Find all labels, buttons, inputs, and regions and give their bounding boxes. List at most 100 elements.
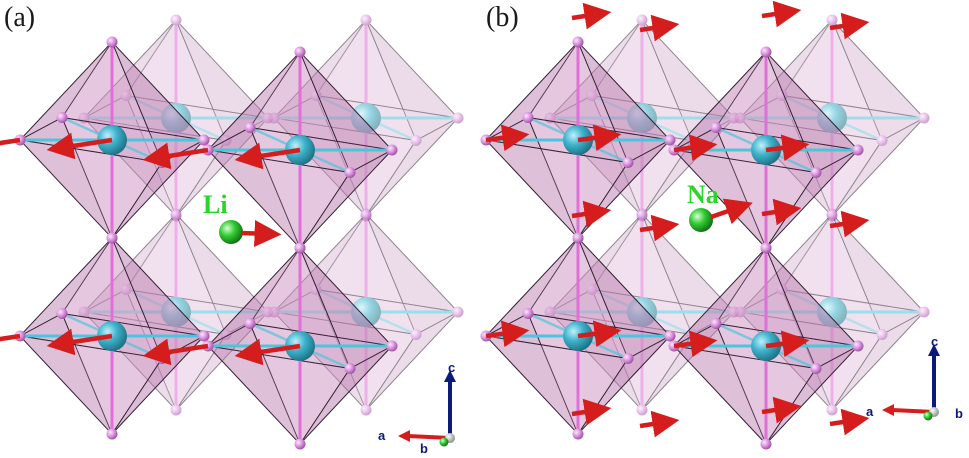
front-octahedron-3-anion xyxy=(852,340,864,352)
front-octahedron-2-anion xyxy=(106,428,118,440)
front-octahedron-2-anion xyxy=(198,330,210,342)
front-octahedron-0 xyxy=(0,36,210,244)
back-octahedron-3-anion xyxy=(410,329,422,340)
back-octahedron-0-anion xyxy=(636,14,648,26)
front-octahedron-0-displacement-arrow xyxy=(577,124,622,152)
back-octahedron-0-face xyxy=(125,19,270,119)
front-octahedron-1 xyxy=(142,46,398,254)
back-octahedron-2-face xyxy=(83,213,227,336)
front-octahedron-3-anion xyxy=(294,242,306,254)
back-octahedron-1-face xyxy=(365,19,459,142)
back-octahedron-2-anion xyxy=(220,329,232,340)
back-octahedron-2-face xyxy=(83,213,177,313)
panel-a-axis-b-marker xyxy=(439,437,449,447)
panel-a-axis-a-head xyxy=(398,430,410,442)
anion-displacement-arrow xyxy=(639,14,680,42)
front-octahedron-2-anion xyxy=(572,428,584,440)
front-octahedron-2-anion xyxy=(56,308,68,319)
anion-displacement-arrow xyxy=(829,12,870,40)
front-octahedron-2-displacement-arrow xyxy=(485,320,530,348)
back-octahedron-1-anion xyxy=(826,14,838,26)
back-octahedron-3-face xyxy=(739,213,833,313)
front-octahedron-1-displacement-arrow xyxy=(234,142,301,170)
back-octahedron-3-face xyxy=(315,288,459,411)
back-octahedron-1-face xyxy=(831,19,925,142)
back-octahedron-1-anion xyxy=(876,135,888,146)
front-octahedron-1-anion xyxy=(244,122,256,133)
front-octahedron-2-displacement-arrow xyxy=(0,333,21,342)
back-octahedron-2-cation xyxy=(161,297,191,327)
front-octahedron-2-anion xyxy=(622,353,634,364)
back-octahedron-1-cation xyxy=(817,103,847,133)
front-octahedron-3-face xyxy=(206,345,351,445)
front-octahedron-1-displacement-arrow xyxy=(673,134,718,162)
back-octahedron-0-anion xyxy=(170,14,182,26)
back-octahedron-3-anion xyxy=(734,306,746,318)
front-octahedron-3 xyxy=(142,242,398,450)
back-octahedron-3-anion xyxy=(268,306,280,318)
back-octahedron-1-face xyxy=(739,19,883,142)
front-octahedron-1-anion xyxy=(386,144,398,156)
back-octahedron-1-anion xyxy=(410,135,422,146)
back-octahedron-1-anion xyxy=(918,112,930,124)
back-octahedron-1-face xyxy=(365,117,459,217)
back-octahedron-3-face xyxy=(739,213,883,336)
back-octahedron-0-face xyxy=(83,19,177,119)
back-octahedron-2-face xyxy=(549,213,643,313)
panel-b-axis-a-label: a xyxy=(866,404,874,419)
na-displacement-arrow xyxy=(710,198,753,225)
back-octahedron-3-anion xyxy=(918,306,930,318)
front-octahedron-2-anion xyxy=(572,232,584,244)
panel-b-axis-a-head xyxy=(882,404,894,416)
back-octahedron-1-cation xyxy=(351,103,381,133)
back-octahedron-3-face xyxy=(365,311,459,411)
back-octahedron-0-face xyxy=(83,19,227,142)
front-octahedron-1-anion xyxy=(760,46,772,58)
anion-displacement-arrow xyxy=(829,408,870,436)
front-octahedron-2-anion xyxy=(106,232,118,244)
back-octahedron-2-anion xyxy=(78,306,90,318)
front-octahedron-1-anion xyxy=(810,167,822,178)
li-ion-label: Li xyxy=(203,190,228,219)
back-octahedron-2-anion xyxy=(120,284,132,295)
panel-a-axis-c-label: c xyxy=(448,360,456,375)
anion-displacement-arrow xyxy=(829,210,870,238)
front-octahedron-2-displacement-arrow xyxy=(577,320,622,348)
back-octahedron-1-face xyxy=(315,19,460,119)
back-octahedron xyxy=(268,14,464,222)
panel-b-axis-b-marker xyxy=(923,411,933,421)
back-octahedron-0-face xyxy=(591,94,735,217)
back-octahedron-2-anion xyxy=(636,404,648,416)
panel-b-axis-b-label: b xyxy=(955,406,963,421)
back-octahedron-0-cation xyxy=(161,103,191,133)
front-octahedron-0-anion xyxy=(106,36,118,48)
front-octahedron-0-anion xyxy=(198,134,210,146)
back-octahedron-3-anion xyxy=(452,306,464,318)
back-octahedron-3-face xyxy=(831,213,925,336)
front-octahedron-1-anion xyxy=(710,122,722,133)
back-octahedron-0-anion xyxy=(586,90,598,101)
panel-b-label: (b) xyxy=(486,2,519,33)
back-octahedron-0-face xyxy=(591,19,736,119)
front-octahedron-0-displacement-arrow xyxy=(0,137,21,146)
back-octahedron-1-face xyxy=(273,19,367,119)
back-octahedron-1 xyxy=(268,14,464,222)
back-octahedron-0-anion xyxy=(120,90,132,101)
anion-displacement-arrow xyxy=(639,410,680,438)
front-octahedron-1-anion xyxy=(294,46,306,58)
front-octahedron-0-displacement-arrow xyxy=(485,124,530,152)
back-octahedron-1-face xyxy=(739,19,833,119)
back-octahedron-1-anion xyxy=(268,112,280,124)
back-octahedron-2-face xyxy=(591,213,736,313)
panel-a-label: (a) xyxy=(4,2,36,33)
front-octahedron-0-anion xyxy=(522,112,534,123)
back-octahedron-3-face xyxy=(781,213,926,313)
front-octahedron-0-anion xyxy=(572,36,584,48)
front-octahedron-2 xyxy=(480,232,676,440)
back-octahedron-3-cation xyxy=(817,297,847,327)
back-octahedron-3-face xyxy=(315,213,460,313)
front-octahedron-3-anion xyxy=(760,438,772,450)
back-octahedron-2-face xyxy=(125,213,270,313)
front-octahedron-2-anion xyxy=(522,308,534,319)
